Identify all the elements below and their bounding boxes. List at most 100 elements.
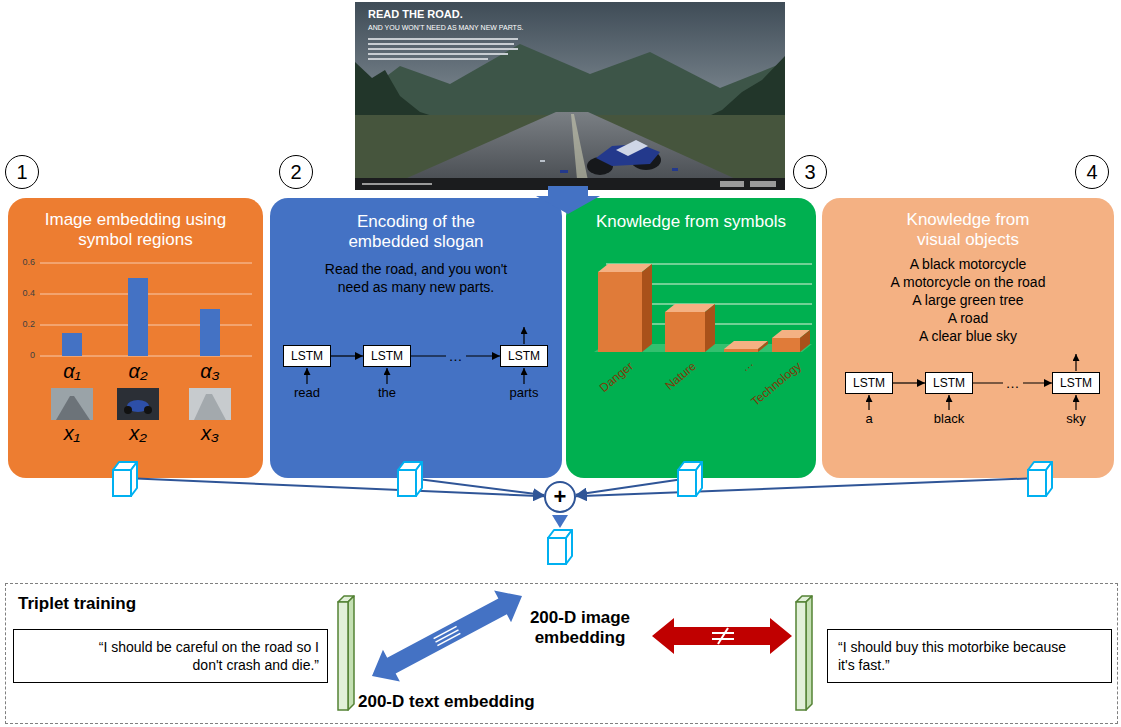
advert-photo — [750, 181, 776, 187]
axis-value: 0.4 — [22, 288, 35, 298]
text-embedding-bar — [796, 596, 812, 710]
embedding-cube — [113, 462, 137, 496]
step-number: 1 — [5, 155, 39, 189]
attention-weight: α₃ — [200, 360, 219, 383]
training-frame: Triplet training“I should be careful on … — [5, 583, 1118, 724]
sentence-box: “I should buy this motorbike because it'… — [827, 629, 1112, 683]
region-thumbnail — [144, 406, 152, 414]
sentence-text: “I should be careful on the road so I do… — [91, 638, 319, 674]
symbol-chart — [724, 349, 758, 352]
advert-photo — [368, 58, 488, 60]
symbol-chart — [800, 330, 810, 352]
attention-weight: α₁ — [63, 360, 81, 383]
sentence-text: “I should buy this motorbike because it'… — [838, 638, 1070, 674]
sequence-arrow — [331, 355, 363, 356]
attention-chart — [128, 278, 148, 356]
mismatch-arrow — [712, 632, 734, 634]
panel-title: Image embedding using symbol regions — [31, 210, 241, 251]
input-word: sky — [1066, 412, 1086, 427]
lstm-cell: LSTM — [500, 345, 548, 367]
attention-weight: α₂ — [128, 360, 147, 383]
object-caption: A motorcycle on the road — [828, 274, 1108, 292]
advert-photo — [368, 43, 514, 45]
embedding-cube — [678, 462, 702, 496]
advert-photo — [368, 53, 508, 55]
advert-photo — [672, 168, 678, 171]
symbol-chart — [665, 312, 705, 352]
edge-label: … — [446, 349, 466, 363]
advert-photo — [368, 38, 518, 40]
region-thumbnail — [189, 388, 231, 420]
input-arrow — [306, 368, 307, 384]
region-thumbnail — [56, 396, 90, 420]
region-thumbnail — [51, 388, 231, 420]
step-number-text: 3 — [804, 162, 815, 182]
advert-photo — [560, 170, 568, 173]
symbol-chart — [705, 304, 715, 352]
advert-photo — [355, 2, 785, 190]
flow-arrow — [536, 186, 600, 214]
object-caption: A clear blue sky — [828, 328, 1108, 346]
panel-title: Encoding of the embedded slogan — [331, 212, 501, 253]
slogan-text: Read the road, and you won't need as man… — [309, 260, 524, 296]
lstm-text: LSTM — [1060, 377, 1092, 389]
attention-chart — [62, 333, 82, 356]
axis-value: 0 — [30, 350, 35, 360]
step-number-text: 2 — [290, 162, 301, 182]
module-panel: Encoding of the embedded sloganRead the … — [270, 198, 562, 478]
panel-title: Knowledge from visual objects — [893, 210, 1043, 251]
edge-label: … — [1003, 376, 1023, 390]
lstm-text: LSTM — [508, 350, 540, 362]
sum-node: + — [544, 481, 576, 513]
object-caption: A black motorcycle — [828, 256, 1108, 274]
region-name: x₁ — [64, 422, 80, 445]
input-word: read — [294, 386, 320, 401]
step-number-text: 1 — [16, 162, 27, 182]
input-word: the — [378, 386, 396, 401]
embedding-cube — [1028, 462, 1052, 496]
fusion-line — [410, 478, 544, 495]
advert-photo — [616, 140, 648, 156]
mismatch-arrow — [718, 628, 728, 644]
sum-sign: + — [554, 486, 567, 508]
lstm-cell: LSTM — [283, 345, 331, 367]
symbol-chart — [642, 264, 652, 352]
attention-chart — [200, 309, 220, 356]
sentence-box: “I should be careful on the road so I do… — [13, 629, 328, 683]
embedding-cube — [113, 462, 1052, 564]
attention-chart — [40, 263, 252, 356]
axis-value: 0.6 — [22, 257, 35, 267]
step-number: 2 — [279, 155, 313, 189]
symbol-chart — [758, 341, 768, 352]
mismatch-arrow — [652, 618, 792, 654]
advert-photo — [368, 48, 518, 50]
embedding-caption: 200-D image embedding — [518, 608, 642, 647]
attention-chart — [40, 263, 252, 264]
input-arrow — [523, 368, 524, 384]
lstm-text: LSTM — [853, 377, 885, 389]
object-caption: A road — [828, 310, 1108, 328]
fusion-line — [125, 478, 544, 496]
step-number-text: 4 — [1086, 162, 1097, 182]
input-word: a — [865, 412, 872, 427]
input-arrow — [948, 395, 949, 410]
region-thumbnail — [194, 394, 226, 420]
sum-arrow — [552, 515, 568, 528]
symbol-chart — [772, 338, 800, 352]
region-thumbnail — [51, 388, 93, 420]
step-number: 3 — [793, 155, 827, 189]
region-name: x₂ — [129, 422, 147, 445]
mismatch-arrow — [652, 618, 792, 654]
input-arrow — [1075, 354, 1076, 371]
region-name: x₃ — [201, 422, 219, 445]
input-arrow — [523, 327, 524, 344]
advert-headline: READ THE ROAD. — [368, 8, 463, 21]
object-caption: A large green tree — [828, 292, 1108, 310]
input-arrow — [1075, 395, 1076, 410]
lstm-cell: LSTM — [1052, 372, 1100, 394]
embedding-cube — [548, 530, 572, 564]
axis-value: 0.2 — [22, 319, 35, 329]
symbol-chart — [594, 264, 812, 352]
input-arrow — [386, 368, 387, 384]
lstm-cell: LSTM — [845, 372, 893, 394]
